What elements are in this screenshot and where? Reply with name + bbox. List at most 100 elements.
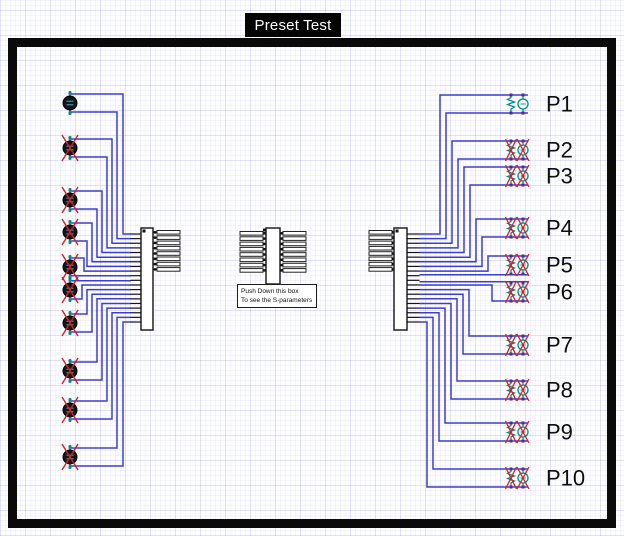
- pin-square: [521, 421, 525, 425]
- pin-square: [68, 418, 72, 422]
- port-label-p9[interactable]: P9: [546, 420, 573, 445]
- pin-square: [509, 352, 513, 356]
- port-label-p4[interactable]: P4: [546, 216, 573, 241]
- comb-stub-pin: [280, 232, 283, 235]
- comb-stub-pin: [153, 241, 157, 245]
- port-label-p6[interactable]: P6: [546, 280, 573, 305]
- pin-square: [509, 111, 513, 115]
- connector-left[interactable]: [130, 227, 181, 331]
- deactivation-x-icon: [516, 164, 530, 188]
- comb-stub-pin: [280, 269, 283, 272]
- comb-pin-row: [368, 230, 393, 235]
- comb-pin-row: [282, 231, 307, 236]
- left-termination-1[interactable]: [62, 91, 78, 115]
- deactivation-x-icon: [504, 420, 518, 444]
- port-termination-p6[interactable]: [504, 280, 530, 304]
- port-termination-p10[interactable]: [504, 466, 530, 490]
- port-label-p3[interactable]: P3: [546, 164, 573, 189]
- comb-pin-row: [282, 241, 307, 247]
- port-termination-p9[interactable]: [504, 420, 530, 444]
- deactivation-x-icon: [516, 466, 530, 490]
- deactivation-x-icon: [516, 253, 530, 277]
- port-circle-icon: [517, 98, 529, 110]
- pin-square: [521, 379, 525, 383]
- comb-pin-row: [282, 268, 307, 273]
- pin-square: [509, 439, 513, 443]
- pin1-marker: [263, 228, 266, 232]
- comb-stub-pin: [391, 231, 395, 234]
- comb-pin-row: [156, 256, 181, 262]
- pin-square: [509, 217, 513, 221]
- wiring-right[interactable]: [419, 94, 529, 488]
- left-termination-9[interactable]: [61, 396, 79, 424]
- comb-stub-pin: [280, 237, 283, 240]
- pin-square: [521, 165, 525, 169]
- left-termination-8[interactable]: [61, 357, 79, 385]
- deactivation-x-icon: [516, 378, 530, 402]
- port-label-p5[interactable]: P5: [546, 253, 573, 278]
- deactivation-x-icon: [504, 253, 518, 277]
- pin-square: [521, 235, 525, 239]
- comb-stub-pin: [391, 268, 395, 271]
- left-termination-4[interactable]: [61, 218, 79, 246]
- port-circle-icon: [517, 426, 529, 438]
- port-termination-p5[interactable]: [504, 253, 530, 277]
- pin1-marker: [395, 229, 399, 233]
- pin-square: [68, 240, 72, 244]
- comb-stub-pin: [263, 269, 266, 272]
- comb-pin-row: [156, 230, 181, 235]
- s-parameter-block[interactable]: [239, 227, 307, 285]
- port-termination-p3[interactable]: [504, 164, 530, 188]
- connector-right[interactable]: [368, 227, 420, 331]
- pin-square: [521, 139, 525, 143]
- schematic-title[interactable]: Preset Test: [245, 13, 341, 37]
- connector-left-body: [140, 227, 154, 331]
- pin-square: [68, 275, 72, 279]
- deactivation-x-icon: [516, 333, 530, 357]
- port-label-p10[interactable]: P10: [546, 466, 585, 491]
- deactivation-x-icon: [61, 134, 79, 162]
- comb-pin-row: [282, 257, 307, 263]
- left-termination-7[interactable]: [61, 309, 79, 337]
- port-termination-p7[interactable]: [504, 333, 530, 357]
- port-termination-p4[interactable]: [504, 216, 530, 240]
- pin-square: [521, 281, 525, 285]
- s-parameter-block-body: [265, 227, 281, 285]
- note-box: Push Down this box To see the S-paramete…: [237, 284, 317, 308]
- deactivation-x-icon: [504, 466, 518, 490]
- pin-square: [509, 235, 513, 239]
- deactivation-x-icon: [61, 443, 79, 471]
- port-label-p8[interactable]: P8: [546, 378, 573, 403]
- port-termination-p8[interactable]: [504, 378, 530, 402]
- port-label-p2[interactable]: P2: [546, 138, 573, 163]
- comb-stub-pin: [391, 257, 395, 261]
- port-termination-p2[interactable]: [504, 138, 530, 162]
- port-circle-icon: [517, 286, 529, 298]
- port-circle-icon: [517, 222, 529, 234]
- comb-stub-pin: [153, 268, 157, 271]
- left-termination-5[interactable]: [61, 253, 79, 281]
- left-termination-2[interactable]: [61, 134, 79, 162]
- pin-square: [68, 465, 72, 469]
- comb-stub-pin: [280, 253, 283, 256]
- comb-stub-pin: [280, 242, 283, 246]
- port-termination-p1[interactable]: [505, 93, 529, 115]
- comb-pin-row: [239, 246, 264, 252]
- pin-square: [521, 254, 525, 258]
- deactivation-x-icon: [516, 216, 530, 240]
- pin-square: [68, 111, 72, 115]
- port-label-p1[interactable]: P1: [546, 92, 573, 117]
- comb-stub-pin: [153, 231, 157, 234]
- port-label-p7[interactable]: P7: [546, 333, 573, 358]
- deactivation-x-icon: [61, 357, 79, 385]
- comb-stub-pin: [263, 263, 266, 267]
- comb-stub-pin: [391, 236, 395, 239]
- comb-stub-pin: [280, 263, 283, 267]
- pin-square: [68, 298, 72, 302]
- left-termination-3[interactable]: [61, 186, 79, 214]
- left-termination-6[interactable]: [61, 276, 79, 304]
- wiring-left[interactable]: [71, 93, 131, 467]
- comb-stub-pin: [263, 253, 266, 256]
- left-termination-10[interactable]: [61, 443, 79, 471]
